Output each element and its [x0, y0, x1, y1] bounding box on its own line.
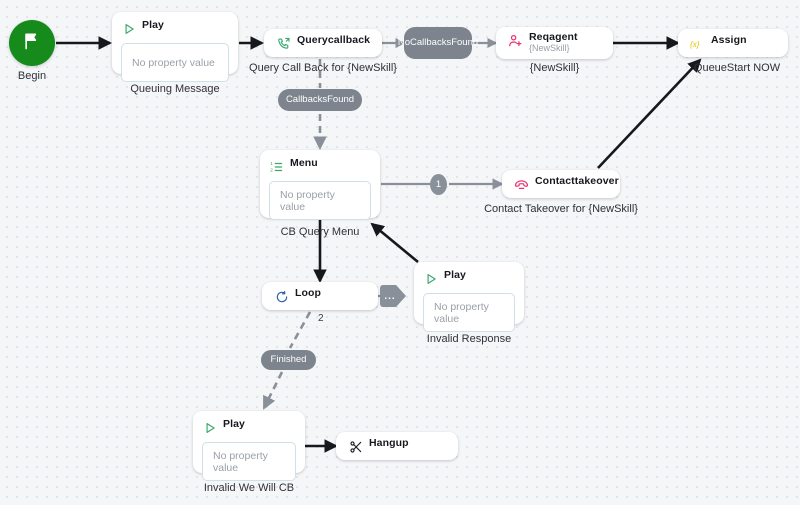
node-title: Contacttakeover — [535, 175, 619, 187]
node-header: 1 2 Menu — [269, 157, 371, 174]
loop-dots-label: ... — [384, 290, 396, 302]
node-header: Loop — [274, 287, 322, 304]
node-querycallback[interactable]: Querycallback — [264, 29, 382, 57]
node-reqagent[interactable]: Reqagent {NewSkill} — [496, 27, 613, 59]
edge-label-loop-count: 2 — [318, 313, 324, 324]
node-hangup[interactable]: Hangup — [336, 432, 458, 460]
add-person-icon — [508, 33, 523, 48]
caption-assign: QueueStart NOW — [693, 62, 781, 74]
flag-icon — [22, 31, 42, 56]
node-title: Play — [142, 19, 164, 31]
node-contacttakeover[interactable]: Contacttakeover — [502, 170, 620, 198]
node-assign[interactable]: {x} Assign — [678, 29, 788, 57]
node-header: Play — [423, 269, 515, 286]
node-begin[interactable] — [9, 20, 55, 66]
loop-icon — [274, 289, 289, 304]
node-title: Assign — [711, 34, 747, 46]
node-header: Reqagent {NewSkill} — [508, 32, 578, 53]
property-field-invalid-we-will-cb[interactable]: No property value — [202, 442, 296, 481]
property-field-invalid-response[interactable]: No property value — [423, 293, 515, 332]
play-icon — [202, 420, 217, 435]
caption-begin: Begin — [17, 70, 47, 82]
node-queuing-message[interactable]: Play No property value — [112, 12, 238, 82]
caption-reqagent: {NewSkill} — [529, 62, 580, 74]
edge-badge-finished[interactable]: Finished — [261, 350, 316, 370]
edge-invalid-response-to-menu — [370, 222, 419, 264]
edge-finished-to-invalid-we-will-cb — [262, 371, 284, 410]
numbered-list-icon: 1 2 — [269, 159, 284, 174]
edge-badge-no-callbacks-found[interactable]: NoCallbacksFound — [398, 27, 478, 59]
edge-badge-loop-dots[interactable]: ... — [380, 285, 406, 307]
edge-contacttakeover-to-assign — [597, 58, 702, 169]
node-title: Hangup — [369, 437, 409, 449]
caption-querycallback: Query Call Back for {NewSkill} — [249, 62, 397, 74]
node-header: Contacttakeover — [514, 175, 619, 192]
edge-badge-callbacks-found[interactable]: CallbacksFound — [278, 89, 362, 111]
node-menu[interactable]: 1 2 Menu No property value — [260, 150, 380, 220]
node-title: Loop — [295, 287, 322, 299]
node-header: {x} Assign — [690, 34, 747, 51]
edge-loop-to-finished — [288, 311, 312, 349]
caption-menu: CB Query Menu — [280, 226, 360, 238]
caption-contacttakeover: Contact Takeover for {NewSkill} — [484, 203, 638, 215]
play-icon — [121, 21, 136, 36]
node-title: Querycallback — [297, 34, 371, 46]
node-title: Reqagent — [529, 31, 578, 44]
svg-text:2: 2 — [270, 167, 273, 172]
node-subtitle: {NewSkill} — [529, 43, 570, 54]
property-field-menu[interactable]: No property value — [269, 181, 371, 220]
node-title: Play — [444, 269, 466, 281]
play-icon — [423, 271, 438, 286]
node-header: Play — [121, 19, 229, 36]
node-title: Play — [223, 418, 245, 430]
edge-badge-menu-option-one[interactable]: 1 — [430, 174, 447, 195]
node-loop[interactable]: Loop — [262, 282, 378, 310]
node-invalid-we-will-cb[interactable]: Play No property value — [193, 411, 305, 481]
svg-text:{x}: {x} — [690, 39, 700, 48]
phone-callback-icon — [276, 36, 291, 51]
node-header: Hangup — [348, 437, 409, 454]
node-header: Querycallback — [276, 34, 371, 51]
node-header: Play — [202, 418, 296, 435]
node-title: Menu — [290, 157, 318, 169]
scissors-icon — [348, 439, 363, 454]
node-invalid-response[interactable]: Play No property value — [414, 262, 524, 332]
caption-invalid-response: Invalid Response — [426, 333, 512, 345]
caption-invalid-we-will-cb: Invalid We Will CB — [203, 482, 295, 494]
svg-text:1: 1 — [270, 160, 273, 165]
variable-icon: {x} — [690, 36, 705, 51]
caption-queuing-message: Queuing Message — [130, 83, 220, 95]
property-field-queuing-message[interactable]: No property value — [121, 43, 229, 82]
phone-takeover-icon — [514, 177, 529, 192]
